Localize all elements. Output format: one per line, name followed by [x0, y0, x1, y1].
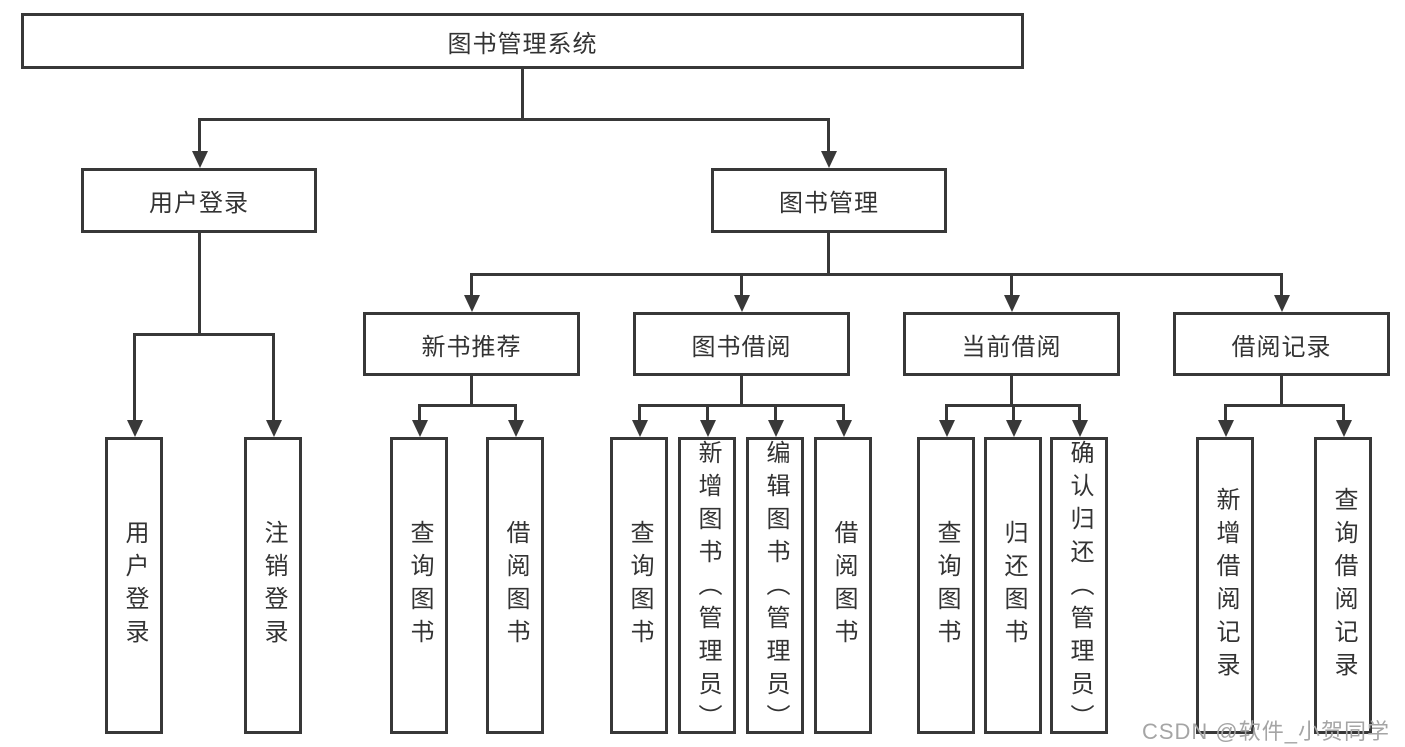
- connector-vline: [418, 404, 421, 422]
- node-book-borrow: 图书借阅: [633, 312, 850, 376]
- arrow-down-icon: [464, 295, 480, 312]
- connector-vline: [827, 118, 830, 153]
- arrow-down-icon: [127, 420, 143, 437]
- connector-vline: [133, 333, 136, 422]
- arrow-down-icon: [632, 420, 648, 437]
- arrow-down-icon: [266, 420, 282, 437]
- connector-hline: [418, 404, 517, 407]
- connector-vline: [945, 404, 948, 422]
- connector-vline: [1224, 404, 1227, 422]
- node-book-management: 图书管理: [711, 168, 947, 233]
- arrow-down-icon: [821, 151, 837, 168]
- connector-vline: [740, 376, 743, 407]
- arrow-down-icon: [734, 295, 750, 312]
- arrow-down-icon: [1006, 420, 1022, 437]
- arrow-down-icon: [412, 420, 428, 437]
- arrow-down-icon: [1072, 420, 1088, 437]
- connector-vline: [1280, 376, 1283, 407]
- connector-hline: [638, 404, 845, 407]
- node-confirm-return-admin: 确认归还（管理员）: [1050, 437, 1108, 737]
- connector-vline: [827, 233, 830, 276]
- connector-vline: [1342, 404, 1345, 422]
- connector-hline: [1224, 404, 1345, 407]
- node-edit-book-admin: 编辑图书（管理员）: [746, 437, 804, 737]
- node-return-book: 归还图书: [984, 437, 1042, 734]
- node-borrow-book: 借阅图书: [814, 437, 872, 734]
- connector-hline: [133, 333, 275, 336]
- arrow-down-icon: [700, 420, 716, 437]
- connector-vline: [842, 404, 845, 422]
- connector-vline: [774, 404, 777, 422]
- arrow-down-icon: [1274, 295, 1290, 312]
- node-borrow-record: 借阅记录: [1173, 312, 1390, 376]
- connector-hline: [198, 118, 830, 121]
- connector-vline: [521, 69, 524, 121]
- connector-vline: [514, 404, 517, 422]
- connector-vline: [470, 273, 473, 298]
- connector-vline: [1010, 376, 1013, 407]
- node-library-system: 图书管理系统: [21, 13, 1024, 69]
- node-user-login-action: 用户登录: [105, 437, 163, 734]
- connector-vline: [470, 376, 473, 407]
- node-new-book-recommend: 新书推荐: [363, 312, 580, 376]
- node-query-book: 查询图书: [390, 437, 448, 734]
- node-user-login: 用户登录: [81, 168, 317, 233]
- node-query-borrow-record: 查询借阅记录: [1314, 437, 1372, 734]
- node-query-book: 查询图书: [610, 437, 668, 734]
- connector-vline: [1010, 273, 1013, 298]
- node-add-book-admin: 新增图书（管理员）: [678, 437, 736, 737]
- connector-vline: [638, 404, 641, 422]
- arrow-down-icon: [508, 420, 524, 437]
- connector-vline: [1078, 404, 1081, 422]
- node-add-borrow-record: 新增借阅记录: [1196, 437, 1254, 734]
- arrow-down-icon: [1218, 420, 1234, 437]
- arrow-down-icon: [1336, 420, 1352, 437]
- node-borrow-book: 借阅图书: [486, 437, 544, 734]
- connector-vline: [198, 118, 201, 153]
- connector-hline: [470, 273, 1283, 276]
- node-query-book: 查询图书: [917, 437, 975, 734]
- arrow-down-icon: [1004, 295, 1020, 312]
- arrow-down-icon: [939, 420, 955, 437]
- csdn-watermark: CSDN @软件_小贺同学: [1141, 719, 1390, 744]
- connector-vline: [272, 333, 275, 422]
- connector-vline: [1280, 273, 1283, 298]
- connector-vline: [1012, 404, 1015, 422]
- connector-vline: [706, 404, 709, 422]
- connector-vline: [740, 273, 743, 298]
- node-current-borrow: 当前借阅: [903, 312, 1120, 376]
- arrow-down-icon: [768, 420, 784, 437]
- arrow-down-icon: [836, 420, 852, 437]
- node-logout: 注销登录: [244, 437, 302, 734]
- arrow-down-icon: [192, 151, 208, 168]
- connector-vline: [198, 233, 201, 335]
